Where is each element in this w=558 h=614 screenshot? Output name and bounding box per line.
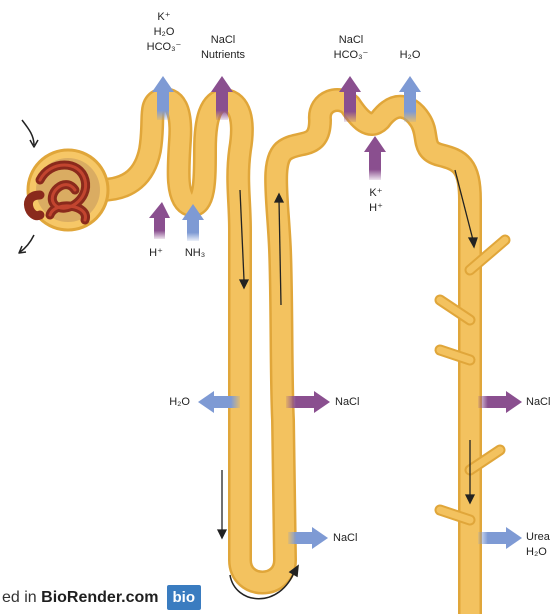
collecting-bottom-out-label-line1: Urea [526, 531, 550, 543]
pct-out-arrow-1 [152, 76, 174, 120]
dct-out-label-1-line1: NaCl [338, 34, 364, 46]
loop-bottom-out-arrow [288, 527, 328, 549]
dct-out-arrow-1 [339, 76, 361, 122]
collecting-bottom-out-arrow [478, 527, 522, 549]
pct-out-label-1-line3: HCO₃⁻ [146, 41, 182, 53]
biorender-logo: bio [166, 585, 201, 610]
collecting-bottom-out-label-line2: H₂O [526, 546, 547, 558]
pct-in-label-1: H⁺ [149, 247, 163, 259]
dct-in-label-line2: H⁺ [369, 202, 383, 214]
bowmans-capsule [24, 148, 110, 232]
loop-bottom-arrow [229, 564, 299, 600]
collecting-out-label: NaCl [526, 396, 551, 408]
loop-bottom-out-label: NaCl [333, 532, 358, 544]
pct-out-label-1-line1: K⁺ [157, 11, 171, 23]
dct-in-label-line1: K⁺ [369, 187, 383, 199]
descending-out-arrow [198, 391, 240, 413]
blood-flow-arrows [18, 119, 39, 254]
pct-out-label-1-line2: H₂O [153, 26, 175, 38]
collecting-out-arrow [478, 391, 522, 413]
dct-out-label-1-line2: HCO₃⁻ [333, 49, 369, 61]
dct-out-label-2: H₂O [399, 49, 421, 61]
pct-out-label-2: NaCl Nutrients [190, 33, 256, 63]
tubule [88, 87, 511, 614]
pct-out-label-1: K⁺ H₂O HCO₃⁻ [138, 10, 190, 55]
ascending-out-arrow [286, 391, 330, 413]
biorender-watermark: ed in BioRender.com bio [0, 581, 215, 614]
pct-in-label-2: NH₃ [184, 247, 206, 259]
dct-out-arrow-2 [399, 76, 421, 122]
dct-in-label: K⁺ H⁺ [362, 186, 390, 216]
collecting-bottom-out-label: Urea H₂O [526, 530, 558, 560]
pct-in-arrow-2 [182, 204, 204, 241]
watermark-text: ed in BioRender.com [0, 589, 159, 607]
flow-arrows [216, 169, 478, 540]
descending-out-label: H₂O [169, 396, 190, 408]
pct-out-arrow-2 [211, 76, 233, 120]
pct-out-label-2-line2: Nutrients [200, 49, 246, 61]
pct-in-arrow-1 [149, 202, 170, 239]
watermark-brand: BioRender.com [41, 588, 159, 606]
dct-out-label-1: NaCl HCO₃⁻ [326, 33, 376, 63]
dct-in-arrow [364, 136, 386, 180]
watermark-prefix: ed in [2, 588, 42, 606]
ascending-out-label: NaCl [335, 396, 360, 408]
pct-out-label-2-line1: NaCl [210, 34, 236, 46]
